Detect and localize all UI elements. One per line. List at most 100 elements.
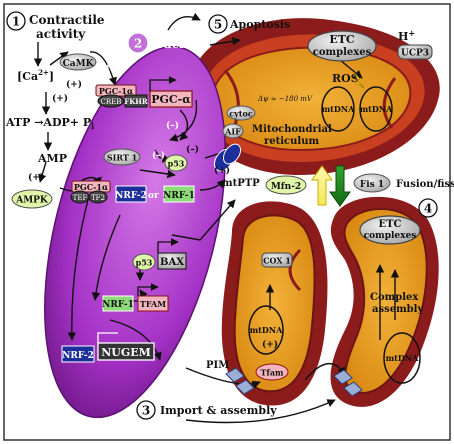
- pgc-alpha-gene: PGC-α: [149, 76, 193, 108]
- nrf2-protein: NRF-2: [61, 345, 95, 363]
- activity-label: activity: [36, 27, 86, 41]
- tf2-text: TF2: [91, 194, 105, 202]
- ucp3-node: UCP3: [397, 44, 433, 60]
- cytoc-text: cytoc: [229, 109, 253, 119]
- mtdna-circle: [321, 86, 355, 132]
- fkhr-factor: FKHR: [124, 94, 148, 108]
- bax-gene: BAX: [157, 238, 187, 270]
- plus-tfam-label: (+): [262, 339, 278, 350]
- sirt1-text: SIRT 1: [107, 153, 137, 163]
- fusion-arrow-icon: [311, 165, 333, 206]
- tfam-gene: TFAM: [137, 283, 169, 312]
- tfam-protein: Tfam: [255, 363, 289, 381]
- nugem-gene: NUGEM: [97, 332, 155, 361]
- mtptp-label: mtPTP: [222, 178, 260, 189]
- step-2-label: 2: [134, 37, 142, 51]
- ucp3-text: UCP3: [401, 49, 429, 59]
- step-number-5: 5: [208, 14, 228, 34]
- fkhr-text: FKHR: [124, 97, 148, 106]
- pgc-alpha-gene-text: PGC-α: [151, 93, 191, 106]
- etc-complexes-bottom: ETC complexes: [359, 215, 421, 245]
- complex-assembly-label-1: Complex: [370, 292, 419, 303]
- nugem-text: NUGEM: [101, 346, 151, 359]
- mito-reticulum-label-2: reticulum: [264, 136, 319, 147]
- nucleus-label: Nucleus: [152, 37, 207, 51]
- mfn2-node: Mfn-2: [265, 175, 307, 195]
- etc-bottom-text-2: complexes: [364, 231, 417, 241]
- p53-bottom-text: p53: [136, 258, 153, 268]
- mitochondrion-right: [330, 196, 439, 407]
- nrf1-protein-text: NRF-1: [102, 300, 134, 310]
- mtdna-label-4: mtDNA: [386, 353, 419, 363]
- minus-right-label: (–): [186, 144, 199, 155]
- contractile-label: Contractile: [29, 13, 105, 27]
- plus-mtptp-label: (+): [214, 165, 230, 176]
- pgc1a-mid-text: PGC-1α: [74, 182, 108, 192]
- aif-node: AIF: [222, 123, 244, 139]
- nrf1-gene-text: NRF-1: [163, 191, 195, 201]
- mtdna-circle: [359, 86, 393, 132]
- fission-arrow-icon: [329, 165, 351, 207]
- apoptosis-label: Apoptosis: [229, 18, 290, 31]
- step-5-label: 5: [214, 18, 222, 32]
- fis1-text: Fis 1: [360, 180, 384, 190]
- calcium-label: [Ca2+]: [17, 68, 54, 83]
- nrf2-protein-text: NRF-2: [62, 351, 94, 361]
- pathway-arrows: [33, 12, 400, 424]
- camk-node: CaMK: [59, 53, 97, 71]
- etc-top-text-2: complexes: [313, 47, 372, 58]
- nrf2-gene-text: NRF-2: [115, 191, 147, 201]
- sirt1-node: SIRT 1: [103, 148, 141, 166]
- minus-mid-label: (–): [152, 150, 165, 161]
- tf2-factor: TF2: [88, 190, 108, 204]
- cox1-node: COX 1: [261, 252, 293, 268]
- ampk-text: AMPK: [15, 196, 49, 206]
- pgc1a-text: PGC-1α: [99, 86, 133, 96]
- cox1-text: COX 1: [263, 256, 291, 266]
- ros-label: ROS: [332, 72, 359, 85]
- aif-text: AIF: [224, 127, 241, 137]
- tfam-gene-text: TFAM: [140, 299, 166, 309]
- atp-adp-label: ATP →ADP+ Pi: [5, 116, 94, 131]
- fis1-node: Fis 1: [353, 173, 391, 193]
- creb-text: CREB: [101, 98, 122, 106]
- complex-assembly-label-2: assembly: [372, 304, 424, 315]
- mtdna-circle: [383, 332, 421, 384]
- import-assembly-label: Import & assembly: [160, 404, 277, 417]
- step-number-3: 3: [136, 400, 156, 420]
- step-4-label: 4: [424, 202, 432, 216]
- plus-amp-label: (+): [28, 172, 44, 183]
- or-text: or: [148, 191, 159, 201]
- minus-top-label: (–): [166, 120, 179, 131]
- mito-reticulum-label-1: Mitochondrial: [252, 124, 332, 135]
- p53-node-top: p53: [164, 154, 188, 172]
- pgc1a-protein-mid: PGC-1α: [71, 180, 111, 193]
- mtdna-label-3: mtDNA: [250, 325, 283, 335]
- creb-factor: CREB: [97, 94, 125, 108]
- mtptp-channel: [213, 143, 242, 172]
- plus-camk-label: (+): [66, 79, 82, 90]
- step-number-1: 1: [6, 11, 26, 31]
- step-number-4: 4: [418, 198, 438, 218]
- etc-bottom-text-1: ETC: [378, 219, 401, 230]
- nrf2-nrf1-genes: NRF-2 or NRF-1: [115, 185, 195, 203]
- pim-label: PIM: [206, 360, 229, 371]
- p53-text: p53: [168, 159, 185, 169]
- etc-complexes-top: ETC complexes: [307, 30, 377, 62]
- plus-nucleus-label: (+): [106, 62, 122, 73]
- pgc1a-protein-top: PGC-1α: [95, 84, 137, 97]
- proton-label: H+: [398, 28, 415, 43]
- mfn2-text: Mfn-2: [271, 182, 301, 192]
- ampk-node: AMPK: [11, 189, 53, 209]
- step-1-label: 1: [12, 15, 20, 29]
- tef-factor: TEF: [70, 190, 90, 204]
- step-3-label: 3: [142, 404, 150, 418]
- bax-text: BAX: [160, 257, 184, 268]
- nrf1-protein: NRF-1: [102, 295, 134, 312]
- mtdna-label-2: mtDNA: [360, 104, 393, 114]
- import-channel-left: [225, 367, 255, 395]
- tfam-protein-text: Tfam: [260, 368, 284, 378]
- mtdna-circle: [248, 305, 284, 355]
